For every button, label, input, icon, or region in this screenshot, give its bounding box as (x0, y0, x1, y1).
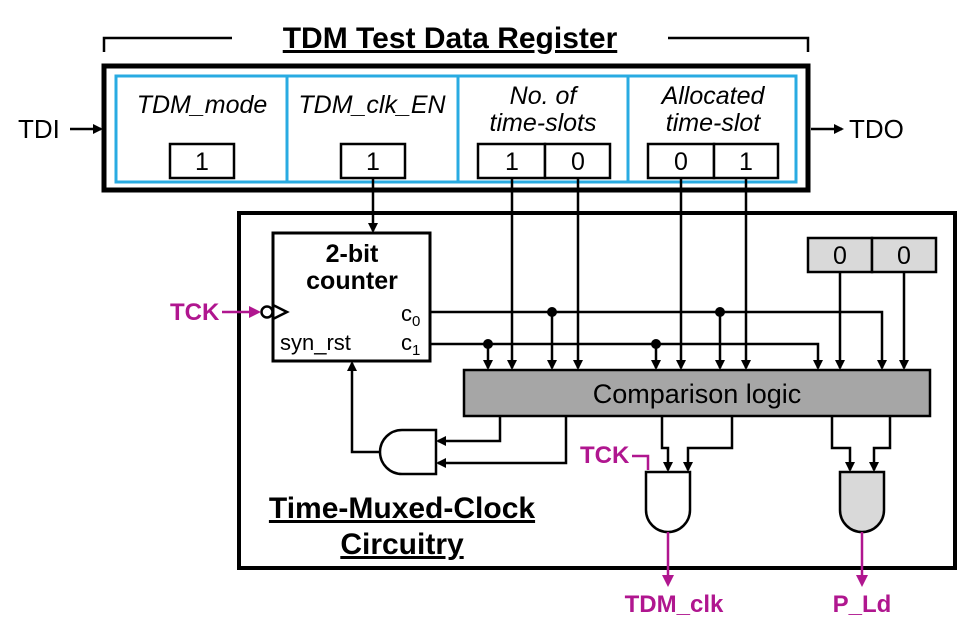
wire-cmp-to-clk-gate-2 (683, 416, 734, 472)
tdo-label: TDO (849, 114, 904, 144)
counter-label-2: counter (306, 267, 398, 295)
comparison-logic-label: Comparison logic (593, 379, 802, 409)
counter-clock-triangle (272, 303, 290, 321)
tck-label-counter: TCK (170, 299, 220, 326)
wire-c0-bus (430, 310, 887, 370)
const-bit-0: 0 (897, 242, 911, 270)
p-ld-and-gate (838, 470, 886, 534)
register-title: TDM Test Data Register (283, 22, 618, 55)
tck-label-gate: TCK (580, 442, 630, 469)
counter-c0-label: c0 (401, 301, 420, 330)
reset-and-gate (378, 428, 438, 476)
bit-box-tdm-clk-en (339, 142, 407, 180)
tdi-label: TDI (18, 114, 60, 144)
const-bit-1: 0 (833, 242, 847, 270)
field-num-slots-label-2: time-slots (490, 109, 597, 137)
field-alloc-slot-label-2: time-slot (666, 109, 762, 137)
bit-box-slots-0 (543, 142, 612, 180)
const-bit-box-0 (870, 236, 938, 274)
field-tdm-clk-en-label: TDM_clk_EN (298, 91, 446, 119)
wire-cmp-to-pld-gate-1 (830, 416, 855, 472)
bit-box-alloc-0 (712, 142, 780, 180)
counter-block (271, 231, 432, 363)
bit-slots-0: 0 (571, 148, 585, 176)
junction-c0-1 (547, 307, 557, 317)
junction-c1-1 (483, 339, 493, 349)
wire-cmp-to-clk-gate-1 (660, 416, 673, 472)
bit-box-tdm-mode (168, 142, 236, 180)
wire-c1-bus (430, 342, 823, 370)
bit-alloc-0: 1 (739, 148, 753, 176)
field-tdm-mode-label: TDM_mode (137, 91, 268, 119)
wire-tck-to-gate (632, 454, 650, 470)
field-alloc-slot-label-1: Allocated (660, 82, 766, 110)
tdm-clk-output-label: TDM_clk (625, 591, 724, 618)
comparison-logic-block (462, 368, 932, 418)
p-ld-output-label: P_Ld (833, 591, 892, 618)
const-bit-box-1 (806, 236, 874, 274)
title-bracket-right (668, 36, 810, 52)
title-bracket-left (102, 36, 232, 52)
counter-reset-label: syn_rst (280, 330, 351, 355)
bit-tdm-mode: 1 (195, 148, 209, 176)
wire-reset-and-to-syn-rst (347, 361, 380, 454)
circuit-box (237, 211, 957, 570)
field-num-slots-label-1: No. of (510, 82, 580, 110)
bit-alloc-1: 0 (674, 148, 688, 176)
tdm-clk-and-gate (644, 470, 692, 534)
counter-c1-label: c1 (401, 330, 420, 359)
counter-label-1: 2-bit (326, 240, 379, 268)
wire-cmp-to-pld-gate-2 (869, 416, 892, 472)
wire-cmp-to-reset-and-1 (436, 416, 502, 446)
junction-c1-2 (651, 339, 661, 349)
circuit-name-line1: Time-Muxed-Clock (269, 492, 535, 525)
circuit-name-line2: Circuitry (340, 528, 464, 561)
bit-slots-1: 1 (505, 148, 519, 176)
register-inner-box (114, 74, 798, 184)
wire-cmp-to-reset-and-2 (436, 416, 568, 468)
bit-tdm-clk-en: 1 (366, 148, 380, 176)
counter-clock-bubble (260, 305, 274, 319)
junction-c0-2 (715, 307, 725, 317)
